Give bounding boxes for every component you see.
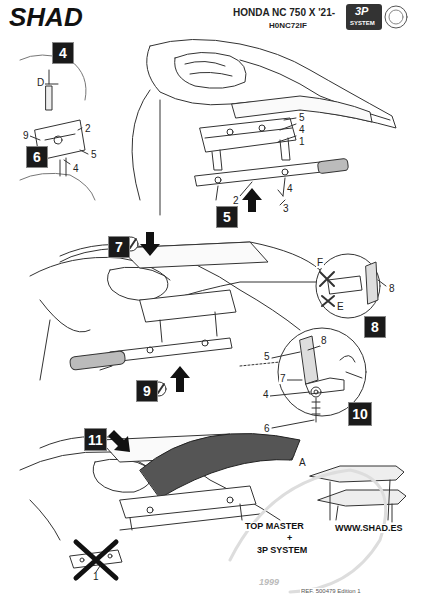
callout-letter: E (336, 302, 345, 312)
callout-number: 1 (92, 572, 100, 582)
step-number: 8 (371, 320, 379, 334)
callout-number: 5 (263, 352, 271, 362)
step-number-box: 5 (216, 206, 238, 228)
product-name: 3P SYSTEM (256, 546, 308, 555)
callout-number: 5 (298, 113, 306, 123)
callout-number: 4 (298, 125, 306, 135)
step-number-box: 10 (348, 402, 372, 426)
website: WWW.SHAD.ES (334, 524, 404, 533)
system-logo: SYSTEM (349, 20, 376, 26)
callout-number: 4 (262, 390, 270, 400)
callout-number: 2 (84, 124, 92, 134)
step-number-box: 6 (26, 146, 48, 168)
step-number: 4 (59, 46, 67, 60)
step-number: 5 (223, 210, 231, 224)
step-number-box: 8 (364, 316, 386, 338)
step-number: 10 (352, 407, 368, 421)
callout-number: 2 (232, 196, 240, 206)
callout-number: 7 (279, 374, 287, 384)
reference-note: REF. 500479 Edition 1 (300, 588, 362, 594)
step-number-box: 4 (52, 42, 74, 64)
brand-logo: SHAD (8, 4, 84, 30)
callout-number: 4 (72, 164, 80, 174)
callout-letter: D (36, 78, 45, 88)
system-logo: 3P (354, 6, 369, 17)
product-name: + (286, 534, 293, 543)
product-name: TOP MASTER (244, 522, 305, 531)
step-number: 9 (143, 384, 151, 398)
step-number-box: 9 (136, 380, 158, 402)
callout-letter: F (316, 258, 324, 268)
part-code: H0NC72IF (268, 22, 308, 30)
callout-number: 3 (282, 204, 290, 214)
callout-number: 5 (90, 150, 98, 160)
callout-number: 8 (388, 284, 396, 294)
callout-number: 8 (320, 336, 328, 346)
watermark: 1999 (258, 578, 280, 587)
callout-letter: A (298, 458, 307, 468)
callout-number: 1 (298, 137, 306, 147)
callout-number: 4 (286, 184, 294, 194)
model-title: HONDA NC 750 X '21- (232, 8, 336, 18)
step-number: 7 (115, 240, 123, 254)
callout-number: 9 (22, 131, 30, 141)
step-number: 11 (88, 433, 103, 447)
step-number-box: 7 (108, 236, 130, 258)
step-number: 6 (33, 150, 41, 164)
step-number-box: 11 (84, 428, 107, 451)
callout-number: 6 (263, 424, 271, 434)
